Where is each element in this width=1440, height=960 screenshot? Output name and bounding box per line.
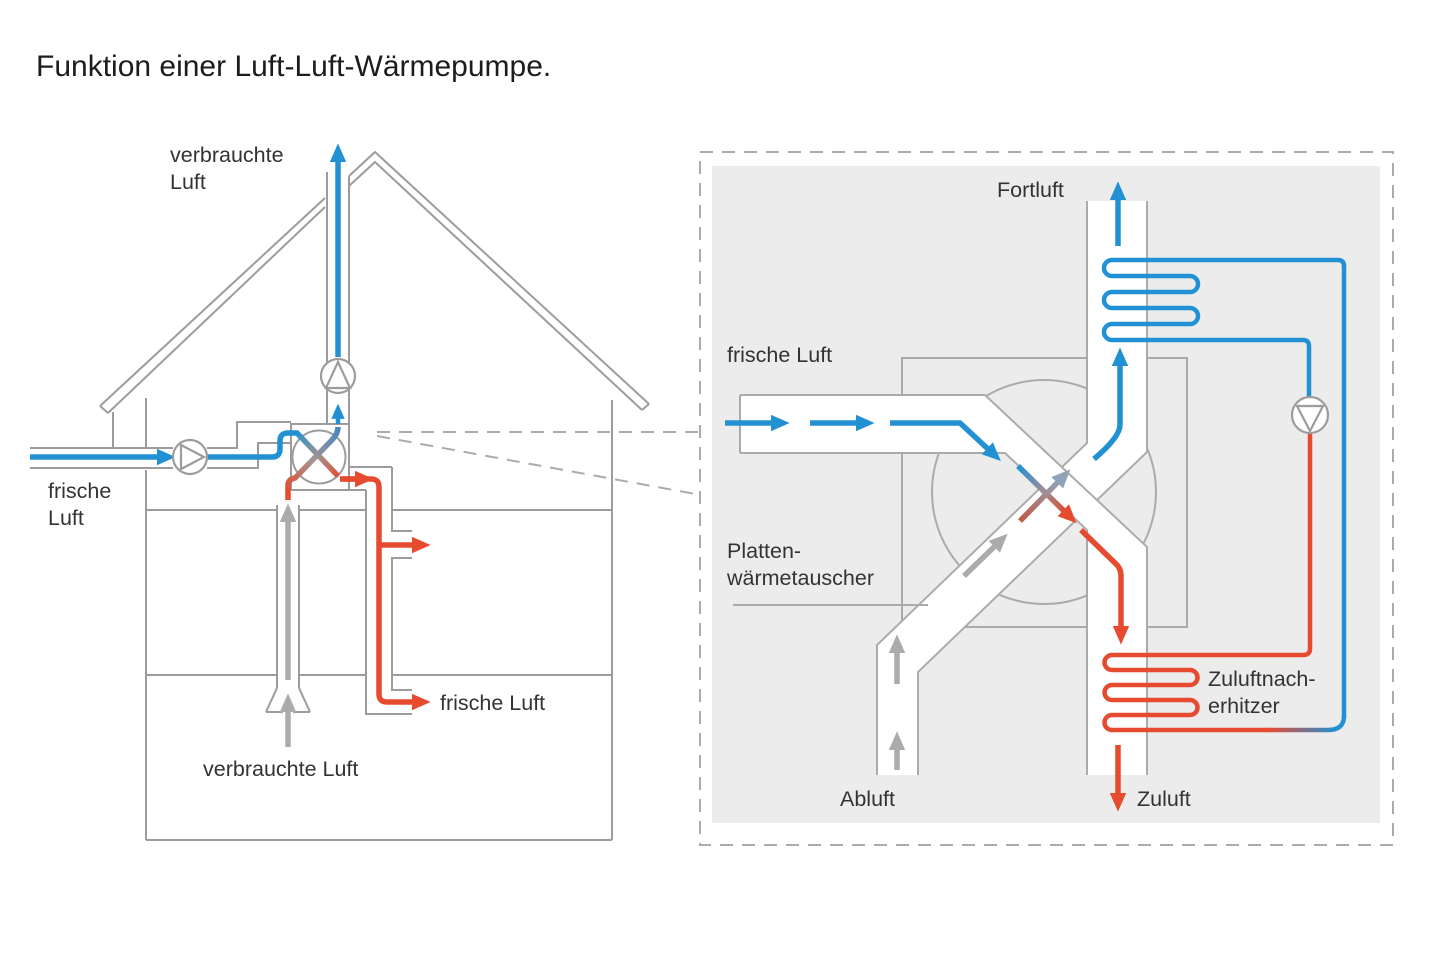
label-zuluft: Zuluft	[1137, 787, 1191, 811]
label-detail-fresh: frische Luft	[727, 343, 833, 367]
heat-exchanger-icon	[285, 423, 350, 500]
house-warm-supply-flow	[340, 470, 431, 711]
detail-abluft-flow	[888, 533, 1008, 770]
detail-fortluft-flow	[1092, 181, 1129, 462]
label-abluft: Abluft	[840, 787, 895, 811]
label-exhaust-bottom: verbrauchte Luft	[203, 757, 359, 781]
fan-icon	[319, 357, 357, 395]
refrigerant-pump-icon	[1290, 395, 1330, 435]
page-title: Funktion einer Luft-Luft-Wärmepumpe.	[36, 50, 552, 83]
fan-icon	[171, 438, 209, 476]
detail-fresh-air-flow	[725, 414, 1001, 461]
exchanger-cross-arrows	[1016, 464, 1077, 524]
supply-duct-outline	[349, 466, 412, 715]
plate-heat-exchanger	[901, 357, 1188, 628]
label-fortluft: Fortluft	[997, 178, 1064, 202]
exhaust-coil-icon	[1101, 257, 1347, 397]
detail-callout-lines	[376, 431, 702, 496]
house-outline	[99, 150, 650, 841]
house-fresh-air-flow	[30, 430, 292, 466]
exhaust-riser-duct	[265, 505, 311, 713]
fresh-air-intake-duct	[30, 421, 291, 469]
label-exhaust-top: verbrauchte Luft	[170, 143, 284, 194]
reheater-coil-icon	[1102, 433, 1313, 733]
detail-zuluft-flow	[1079, 528, 1130, 812]
label-fresh-in: frische Luft	[48, 479, 112, 530]
refrigerant-return-pipe	[1268, 264, 1347, 733]
label-fresh-out: frische Luft	[440, 691, 546, 715]
label-platten: Platten- wärmetauscher	[727, 539, 874, 590]
label-zuluftnacherhitzer: Zuluftnach- erhitzer	[1208, 667, 1316, 718]
